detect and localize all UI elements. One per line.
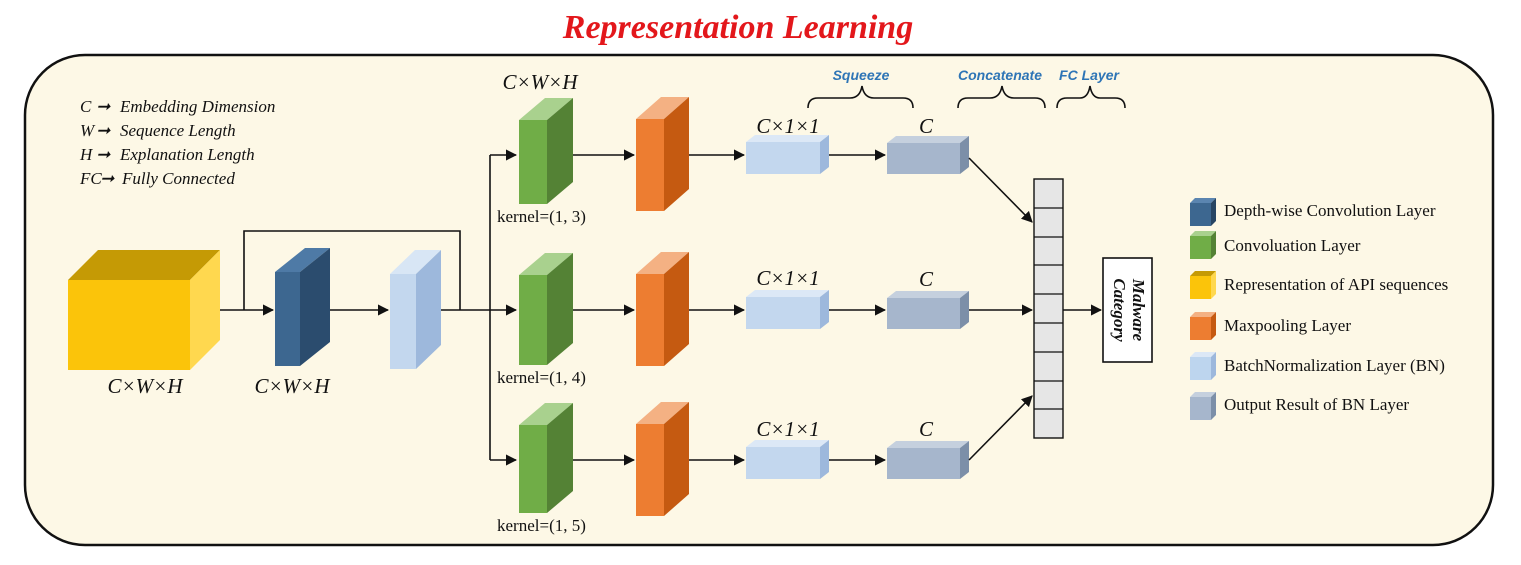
definition-symbol: H	[79, 145, 94, 164]
kernel-label: kernel=(1, 5)	[497, 516, 586, 535]
legend-label: BatchNormalization Layer (BN)	[1224, 356, 1445, 375]
bn-output-block	[887, 291, 969, 329]
bn-output-block	[887, 441, 969, 479]
legend-swatch	[1190, 276, 1211, 299]
legend: Depth-wise Convolution Layer Convoluatio…	[1190, 198, 1448, 420]
batchnorm-flat-block	[746, 440, 829, 479]
input-dim-label: C×W×H	[107, 374, 184, 398]
definition-meaning: Embedding Dimension	[119, 97, 275, 116]
legend-swatch	[1190, 236, 1211, 259]
pooled-dim-label: C×1×1	[756, 266, 819, 290]
stage-braces	[807, 85, 1126, 109]
legend-item: Maxpooling Layer	[1190, 312, 1351, 340]
legend-item: BatchNormalization Layer (BN)	[1190, 352, 1445, 380]
conv-block	[519, 98, 573, 204]
output-label-line1: Malware	[1129, 278, 1148, 342]
batchnorm-block	[390, 250, 441, 369]
stage-label-concatenate: Concatenate	[958, 67, 1042, 83]
branch-input-dim-label: C×W×H	[502, 70, 579, 94]
pooled-dim-label: C×1×1	[756, 417, 819, 441]
legend-item: Depth-wise Convolution Layer	[1190, 198, 1436, 226]
conv-block	[519, 403, 573, 513]
api-representation-cube	[68, 250, 220, 370]
legend-label: Representation of API sequences	[1224, 275, 1448, 294]
squeezed-dim-label: C	[919, 417, 934, 441]
depthwise-dim-label: C×W×H	[254, 374, 331, 398]
legend-swatch	[1190, 357, 1211, 380]
squeezed-dim-label: C	[919, 267, 934, 291]
output-label: Malware Category	[1110, 278, 1148, 342]
legend-label: Maxpooling Layer	[1224, 316, 1351, 335]
maxpool-block	[636, 97, 689, 211]
arrow-right-icon: ➞	[96, 97, 111, 116]
maxpool-block	[636, 252, 689, 366]
conv-block	[519, 253, 573, 365]
output-label-line2: Category	[1110, 278, 1129, 342]
stage-label-fc: FC Layer	[1059, 67, 1120, 83]
legend-swatch	[1190, 317, 1211, 340]
definition-symbol: FC	[79, 169, 102, 188]
legend-item: Representation of API sequences	[1190, 271, 1448, 299]
diagram-title: Representation Learning	[562, 9, 913, 46]
legend-item: Convoluation Layer	[1190, 231, 1361, 259]
arrow-right-icon: ➞	[100, 169, 115, 188]
kernel-label: kernel=(1, 4)	[497, 368, 586, 387]
arrow-right-icon: ➞	[96, 121, 111, 140]
batchnorm-flat-block	[746, 135, 829, 174]
concat-vector	[1033, 178, 1064, 439]
legend-swatch	[1190, 203, 1211, 226]
depthwise-conv-block	[275, 248, 330, 366]
stage-label-squeeze: Squeeze	[833, 67, 890, 83]
definitions-block: C ➞ Embedding Dimension W ➞ Sequence Len…	[79, 97, 275, 188]
legend-label: Output Result of BN Layer	[1224, 395, 1409, 414]
legend-label: Depth-wise Convolution Layer	[1224, 201, 1436, 220]
definition-meaning: Explanation Length	[119, 145, 255, 164]
arrow-right-icon: ➞	[96, 145, 111, 164]
kernel-label: kernel=(1, 3)	[497, 207, 586, 226]
squeezed-dim-label: C	[919, 114, 934, 138]
definition-symbol: C	[80, 97, 92, 116]
legend-swatch	[1190, 397, 1211, 420]
concat-connectors	[968, 157, 1034, 461]
definition-symbol: W	[80, 121, 96, 140]
definition-meaning: Fully Connected	[121, 169, 235, 188]
batchnorm-flat-block	[746, 290, 829, 329]
main-connectors	[220, 149, 518, 466]
output-box	[1102, 257, 1153, 363]
pooled-dim-label: C×1×1	[756, 114, 819, 138]
maxpool-block	[636, 402, 689, 516]
legend-item: Output Result of BN Layer	[1190, 392, 1409, 420]
legend-label: Convoluation Layer	[1224, 236, 1361, 255]
bn-output-block	[887, 136, 969, 174]
definition-meaning: Sequence Length	[120, 121, 236, 140]
